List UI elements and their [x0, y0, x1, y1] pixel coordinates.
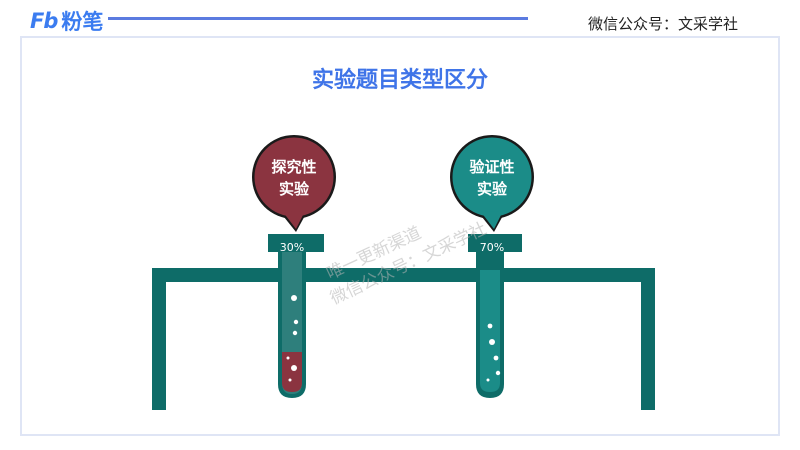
tube-liquid-verification	[480, 270, 500, 392]
fenbi-logo: Fb 粉笔	[30, 8, 103, 34]
label-investigative-line2: 实验	[279, 180, 310, 198]
tube-verification	[468, 234, 522, 398]
label-verification-line1: 验证性	[469, 158, 514, 176]
logo-text: 粉笔	[61, 10, 104, 34]
speech-bubble-verification	[450, 135, 534, 232]
percent-verification: 70%	[480, 241, 504, 254]
percent-investigative: 30%	[280, 241, 304, 254]
header-rule	[108, 17, 528, 20]
logo-mark: Fb	[30, 9, 58, 33]
tube-investigative	[268, 234, 324, 398]
speech-bubble-investigative	[252, 135, 336, 232]
slide-frame	[20, 36, 780, 436]
label-verification-line2: 实验	[477, 180, 508, 198]
watermark: 唯一更新渠道 微信公众号：文采学社	[323, 219, 489, 309]
tube-liquid-investigative	[282, 352, 302, 392]
label-investigative-line1: 探究性	[271, 158, 316, 176]
wechat-account-label: 微信公众号：文采学社	[587, 15, 738, 33]
test-tube-rack	[152, 268, 655, 410]
slide-title: 实验题目类型区分	[311, 68, 488, 93]
